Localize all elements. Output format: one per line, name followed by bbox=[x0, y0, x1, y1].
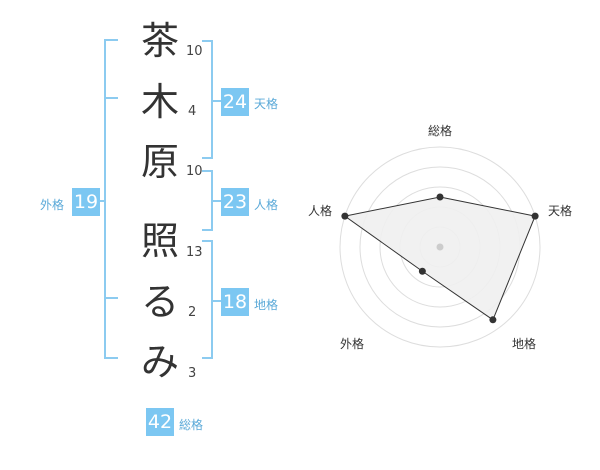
radar-center-dot bbox=[436, 243, 444, 251]
stroke-count-5: 2 bbox=[188, 305, 197, 320]
stroke-count-2: 4 bbox=[188, 104, 197, 119]
name-char-2: 木 bbox=[140, 80, 179, 124]
tenkaku-label: 天格 bbox=[254, 97, 279, 111]
radar-chart bbox=[339, 146, 541, 348]
stroke-count-4: 13 bbox=[186, 245, 203, 260]
radar-label-right: 天格 bbox=[548, 204, 573, 218]
soukaku-label: 総格 bbox=[179, 418, 204, 432]
jinkaku-bracket bbox=[202, 170, 213, 231]
radar-point-2 bbox=[531, 212, 539, 220]
jinkaku-value: 23 bbox=[221, 188, 249, 216]
radar-point-5 bbox=[341, 212, 349, 220]
radar-point-3 bbox=[489, 316, 497, 324]
name-char-3: 原 bbox=[140, 140, 179, 184]
gaikaku-value: 19 bbox=[72, 188, 100, 216]
chikaku-bracket bbox=[202, 240, 213, 359]
tenkaku-value: 24 bbox=[221, 88, 249, 116]
name-char-6: み bbox=[140, 340, 179, 384]
gaikaku-label: 外格 bbox=[40, 198, 65, 212]
gaikaku-bracket bbox=[104, 39, 118, 359]
stroke-count-3: 10 bbox=[186, 164, 203, 179]
jinkaku-label: 人格 bbox=[254, 198, 279, 212]
name-char-1: 茶 bbox=[140, 19, 179, 63]
name-char-4: 照 bbox=[140, 219, 179, 263]
radar-grid-ring bbox=[339, 146, 541, 348]
chikaku-value: 18 bbox=[221, 288, 249, 316]
stroke-count-6: 3 bbox=[188, 366, 197, 381]
radar-label-bottom-left: 外格 bbox=[340, 337, 365, 351]
radar-point-4 bbox=[418, 267, 426, 275]
radar-label-bottom-right: 地格 bbox=[512, 337, 537, 351]
soukaku-value: 42 bbox=[146, 408, 174, 436]
tenkaku-bracket bbox=[202, 40, 213, 159]
stroke-count-1: 10 bbox=[186, 44, 203, 59]
radar-label-top: 総格 bbox=[428, 124, 453, 138]
chikaku-label: 地格 bbox=[254, 298, 279, 312]
radar-polygon bbox=[343, 196, 536, 321]
radar-point-1 bbox=[436, 193, 444, 201]
radar-label-left: 人格 bbox=[308, 204, 333, 218]
name-char-5: る bbox=[140, 280, 179, 324]
